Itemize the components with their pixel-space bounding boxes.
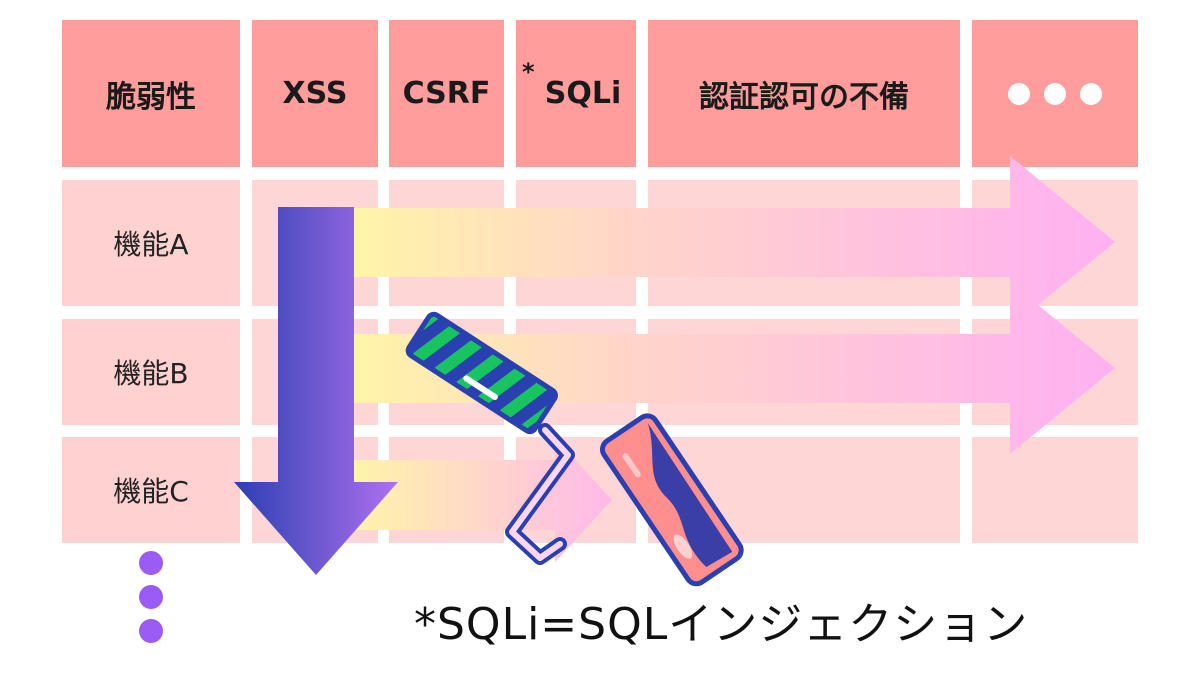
row-label-c: 機能C [62,437,240,543]
header-csrf: CSRF [389,20,504,167]
more-dots-icon [1008,82,1102,105]
header-more [972,20,1138,167]
down-arrow-icon [234,207,398,575]
sqli-footnote: *SQLi=SQLインジェクション [414,599,1029,650]
right-arrow-icon [352,438,612,562]
header-xss: XSS [252,20,378,167]
vertical-dots-icon [139,551,163,575]
sqli-footnote-marker: * [522,58,535,86]
header-vulnerability: 脆弱性 [62,20,240,167]
row-label-b: 機能B [62,319,240,425]
right-arrow-icon [352,282,1115,454]
row-label-a: 機能A [62,180,240,306]
header-auth: 認証認可の不備 [648,20,960,167]
right-arrow-icon [352,156,1115,328]
cell [972,437,1138,543]
header-sqli: SQLi [516,20,636,167]
vertical-dots-icon [139,585,163,609]
paint-roller-icon [405,311,744,587]
vertical-dots-icon [139,619,163,643]
